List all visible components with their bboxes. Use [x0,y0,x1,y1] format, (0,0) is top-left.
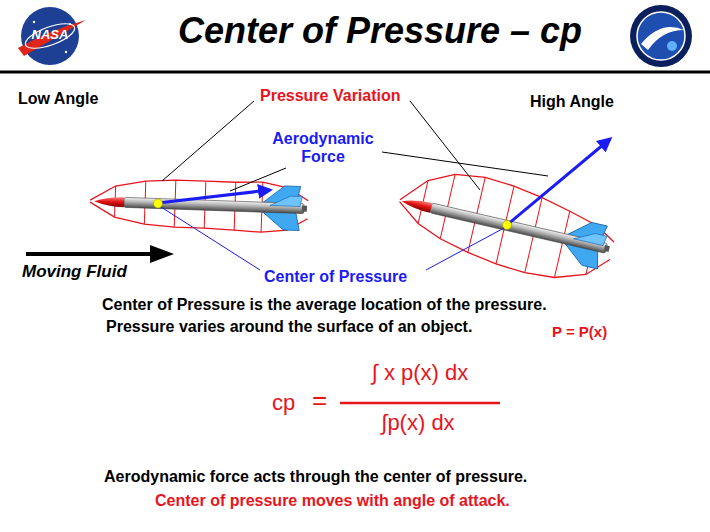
body-text: Pressure varies around the surface of an… [106,318,472,336]
equation: cp [272,390,295,415]
body-text: Center of pressure moves with angle of a… [155,492,510,510]
pressure-envelope [390,160,621,291]
body-text: Aerodynamic force acts through the cente… [104,468,527,486]
cp-dot [154,199,163,208]
force-arrow [158,190,270,203]
leader-line [426,228,504,270]
leader-line [230,168,286,191]
header-rule [0,71,710,74]
flow-arrow [26,252,152,256]
fraction-bar [340,402,500,405]
equation: P = P(x) [552,323,607,340]
flow-arrowhead [150,245,174,263]
leader-line [382,152,548,176]
rocket [397,180,614,271]
leader-line [410,101,480,190]
rocket [93,179,307,230]
equation: ∫ x p(x) dx [372,360,469,385]
leader-line [161,207,260,270]
nasa-logo [18,7,86,65]
callout-label: Center of Pressure [264,268,407,286]
callout-label: Aerodynamic Force [266,130,381,167]
view-label: Low Angle [18,90,98,108]
view-label: High Angle [530,93,614,111]
flow-label: Moving Fluid [22,262,127,282]
equation: ∫p(x) dx [381,410,454,435]
equation: = [312,386,327,416]
pressure-envelope [89,176,309,234]
title: Center of Pressure – cp [178,10,582,51]
logo-text: NASA [32,28,69,43]
force-arrow [507,139,610,225]
body-text: Center of Pressure is the average locati… [102,296,547,314]
leader-line [162,101,254,181]
callout-label: Pressure Variation [260,87,401,105]
exploration-logo [630,5,692,67]
